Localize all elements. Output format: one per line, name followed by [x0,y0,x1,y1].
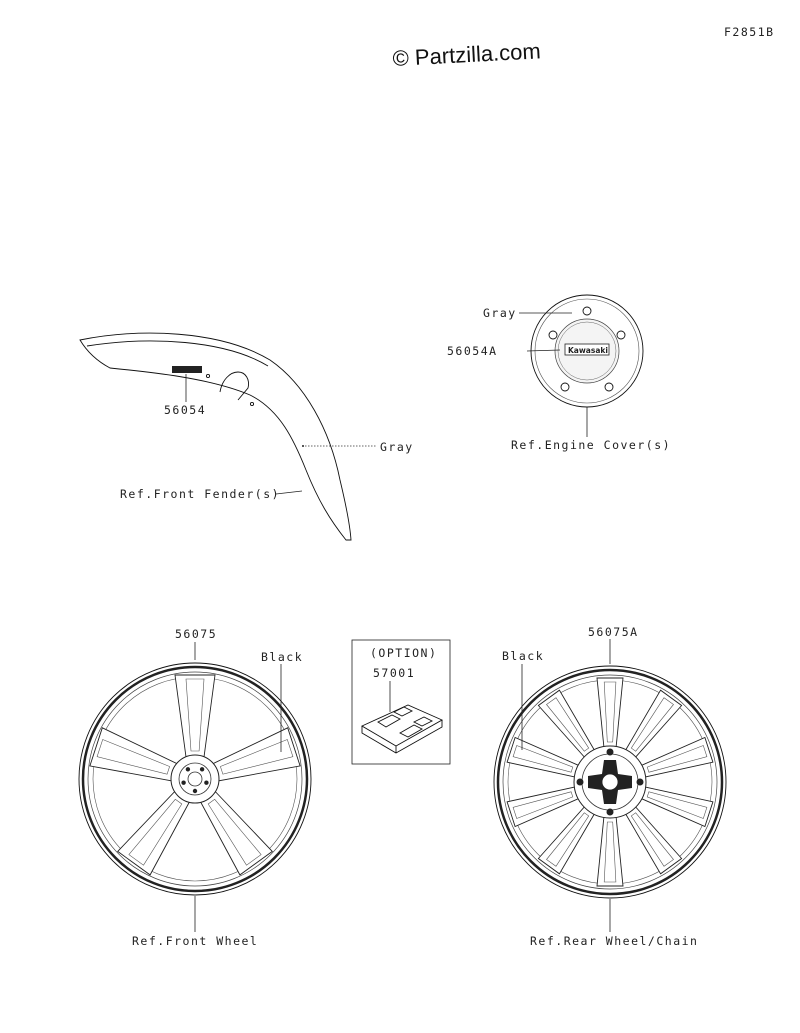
fender-ref-label: Ref.Front Fender(s) [120,487,280,501]
wheel-spoke [596,815,624,887]
rear-wheel-part-number: 56075A [588,625,639,639]
wheel-spoke-groove [646,745,708,773]
front-wheel-illustration [78,662,312,896]
front-wheel-part-number: 56075 [175,627,217,641]
wheel-spoke [537,689,596,759]
wheel-spoke-groove [207,798,262,866]
option-accessory-illustration [361,704,444,754]
diagram-id: F2851B [724,25,775,39]
engine-cover-badge-text: Kawasaki [568,346,608,355]
engine-cover-ref-label: Ref.Engine Cover(s) [511,438,671,452]
wheel-spoke-groove [546,697,590,752]
fender-color-label: Gray [380,440,414,454]
wheel-spoke-groove [630,697,674,752]
front-wheel-color-label: Black [261,650,303,664]
wheel-spoke-groove [512,745,574,773]
wheel-spoke-groove [630,812,674,867]
wheel-spoke-groove [603,821,617,883]
rear-wheel-illustration [493,665,727,899]
wheel-spoke-groove [603,681,617,743]
engine-cover-illustration: Kawasaki [530,294,644,408]
wheel-spoke [624,805,683,875]
wheel-spoke [624,689,683,759]
fender-decal [172,366,202,373]
wheel-spoke [174,674,216,758]
hub-bolt [199,767,205,772]
wheel-spoke-groove [128,798,183,866]
wheel-spoke [537,805,596,875]
front-wheel-ref-label: Ref.Front Wheel [132,934,258,948]
hub-bolt [204,780,209,785]
wheel-spoke [596,677,624,749]
engine-cover-part-number: 56054A [447,344,498,358]
fender-part-number: 56054 [164,403,206,417]
wheel-spoke [89,727,178,782]
wheel-spoke-groove [546,812,590,867]
wheel-spoke [212,727,301,782]
wheel-spoke-groove [220,739,294,775]
hub-bolt [192,788,198,794]
engine-cover-badge [564,343,610,356]
wheel-spoke-groove [185,678,205,752]
hub-bolt [181,780,186,785]
partzilla-watermark: © Partzilla.com [392,38,541,71]
wheel-spoke-groove [96,739,170,775]
option-box-title: (OPTION) [370,646,437,660]
option-part-number: 57001 [373,666,415,680]
wheel-spoke-groove [512,791,574,819]
wheel-spoke-groove [646,791,708,819]
engine-cover-color-label: Gray [483,306,517,320]
front-fender-illustration [79,332,352,541]
rear-wheel-color-label: Black [502,649,544,663]
rear-wheel-ref-label: Ref.Rear Wheel/Chain [530,934,698,948]
hub-bolt [185,767,191,772]
